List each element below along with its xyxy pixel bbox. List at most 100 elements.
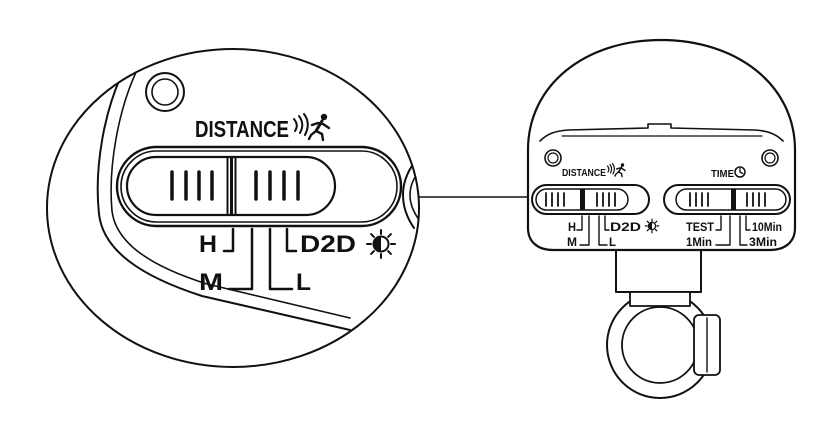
leader-h xyxy=(222,227,235,253)
leader-m xyxy=(227,227,254,291)
mount-collar xyxy=(629,291,691,307)
running-man-head xyxy=(320,113,328,121)
sun-ray xyxy=(370,233,375,238)
slider-grip-left xyxy=(170,170,214,201)
label-3min: 3Min xyxy=(749,235,777,249)
device-screw-right xyxy=(761,149,779,167)
label-m: M xyxy=(567,235,577,249)
zoom-distance-label: DISTANCE xyxy=(195,116,289,142)
mount-bracket xyxy=(606,245,721,399)
sun-ray xyxy=(646,220,650,224)
housing-edge-outer xyxy=(96,65,351,331)
screw-inner-ring xyxy=(547,152,559,164)
motion-wave-arc-1 xyxy=(293,118,298,132)
screw-outer-ring xyxy=(145,72,185,112)
screw-outer-ring xyxy=(761,149,779,167)
clock-hands xyxy=(739,167,744,175)
running-man-front-leg xyxy=(617,171,623,178)
screw-inner-ring xyxy=(764,152,776,164)
leader-d2d xyxy=(285,227,298,253)
leader-10min xyxy=(745,215,751,231)
zoom-distance-slider xyxy=(115,145,403,228)
running-man-back-leg xyxy=(614,171,620,177)
device-distance-label: DISTANCE xyxy=(562,167,606,179)
slider-grip-left xyxy=(545,192,565,207)
lens-panel-edge xyxy=(539,123,784,142)
label-1min: 1Min xyxy=(686,235,712,249)
label-h: H xyxy=(568,220,576,234)
slider-grip-right xyxy=(746,192,766,207)
sun-ray xyxy=(370,250,375,255)
clock-face xyxy=(734,166,746,178)
sun-ray xyxy=(387,250,392,255)
zoom-lens-outline xyxy=(46,48,420,368)
device-distance-settings: H M L D2D xyxy=(567,215,660,249)
device-body-outline xyxy=(526,38,797,252)
zoom-setting-labels: H M L D2D xyxy=(199,227,396,296)
slider-grip-left xyxy=(689,192,709,207)
motion-wave-arc-3 xyxy=(303,113,309,136)
zoom-view: DISTANCE xyxy=(46,48,420,368)
label-d2d: D2D xyxy=(300,231,356,258)
screw-outer-ring xyxy=(544,149,562,167)
label-test: TEST xyxy=(686,220,715,234)
sun-dark-half xyxy=(648,222,652,230)
sun-icon xyxy=(644,218,660,234)
label-m: M xyxy=(199,269,223,296)
running-man-arms xyxy=(310,121,331,130)
leader-l xyxy=(598,215,608,246)
sun-icon xyxy=(366,229,396,259)
leader-l xyxy=(268,227,294,291)
slider-housing xyxy=(663,184,791,215)
running-man-icon xyxy=(307,113,331,142)
label-h: H xyxy=(199,231,217,258)
motion-wave-arc-1 xyxy=(606,165,610,173)
running-man-arms xyxy=(615,167,626,172)
leader-test xyxy=(715,215,722,231)
sun-dark-half xyxy=(373,236,381,252)
slider-grip-right xyxy=(254,170,300,201)
slider-divider-core xyxy=(230,157,233,215)
label-10min: 10Min xyxy=(752,220,782,234)
running-man-back-leg xyxy=(307,129,318,141)
slider-divider xyxy=(580,189,585,210)
leader-h xyxy=(576,215,583,231)
device-time-settings: TEST 1Min 10Min 3Min xyxy=(686,215,782,249)
label-l: L xyxy=(296,269,311,296)
slider-housing xyxy=(531,184,650,215)
device-screw-left xyxy=(544,149,562,167)
slider-divider xyxy=(731,189,736,210)
running-man-head xyxy=(620,163,625,167)
device-time-slider xyxy=(663,184,791,215)
leader-3min xyxy=(739,215,748,246)
housing-edge-inner xyxy=(110,65,351,319)
leader-1min xyxy=(715,215,731,246)
sensor-device: DISTANCE TIME xyxy=(526,38,797,399)
sun-ray xyxy=(654,228,658,232)
slider-housing-inner xyxy=(120,150,398,223)
running-man-front-leg xyxy=(314,129,325,142)
motion-wave-icon xyxy=(293,113,309,136)
running-man-icon xyxy=(614,163,626,178)
leader-d2d xyxy=(604,215,610,231)
motion-wave-arc-2 xyxy=(298,115,304,134)
mount-stem xyxy=(615,245,702,293)
zoom-contents: DISTANCE xyxy=(96,65,419,331)
slider-housing-outer xyxy=(115,145,403,228)
sun-ray xyxy=(646,228,650,232)
adjacent-slider-edge-outer xyxy=(402,162,415,229)
label-d2d: D2D xyxy=(610,220,641,234)
slider-grip-right xyxy=(596,192,616,207)
motion-wave-icon xyxy=(606,162,615,175)
label-l: L xyxy=(609,235,616,249)
leader-m xyxy=(579,215,590,246)
device-time-label: TIME xyxy=(711,168,734,180)
clock-icon xyxy=(734,166,746,178)
sun-ray xyxy=(654,220,658,224)
motion-wave-arc-2 xyxy=(609,163,613,174)
sun-ray xyxy=(387,233,392,238)
motion-wave-arc-3 xyxy=(611,162,615,175)
device-distance-slider xyxy=(531,184,650,215)
screw-inner-ring xyxy=(151,78,179,106)
